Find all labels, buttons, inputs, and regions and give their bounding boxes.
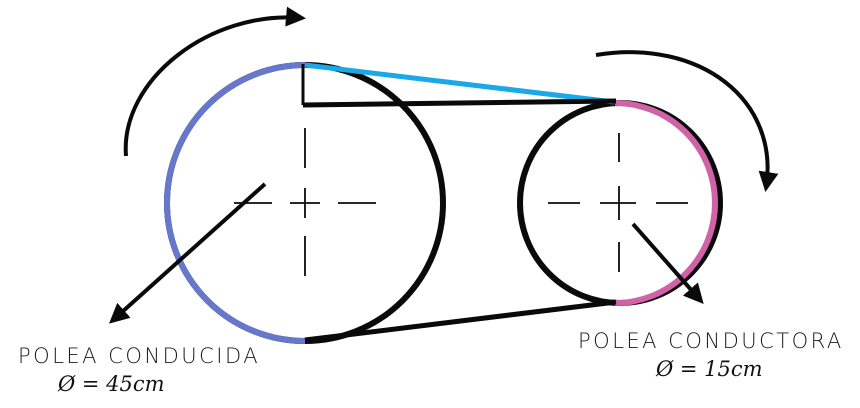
driven-pulley-centerlines: [234, 128, 376, 276]
driver-pulley-contact-arc: [614, 100, 718, 306]
driver-pulley-diameter: Ø = 15cm: [656, 357, 763, 381]
driver-pulley: [517, 100, 723, 306]
driven-rotation-arrow-icon: [123, 6, 306, 157]
driven-pulley-diameter: Ø = 45cm: [58, 372, 165, 396]
belt-upper-line: [302, 98, 617, 108]
belt-lower-line: [304, 299, 617, 343]
driven-label-pointer-arrow-icon: [109, 182, 267, 324]
driver-pulley-label: POLEA CONDUCTORA: [578, 329, 844, 353]
driven-pulley-label: POLEA CONDUCIDA: [18, 344, 261, 368]
driver-pulley-centerlines: [548, 133, 688, 272]
driver-label-pointer-arrow-icon: [631, 222, 704, 304]
driven-pulley-contact-arc: [164, 62, 306, 344]
belt-tight-side: [304, 62, 615, 105]
belt: [302, 62, 617, 343]
driver-rotation-arrow-icon: [595, 50, 779, 192]
